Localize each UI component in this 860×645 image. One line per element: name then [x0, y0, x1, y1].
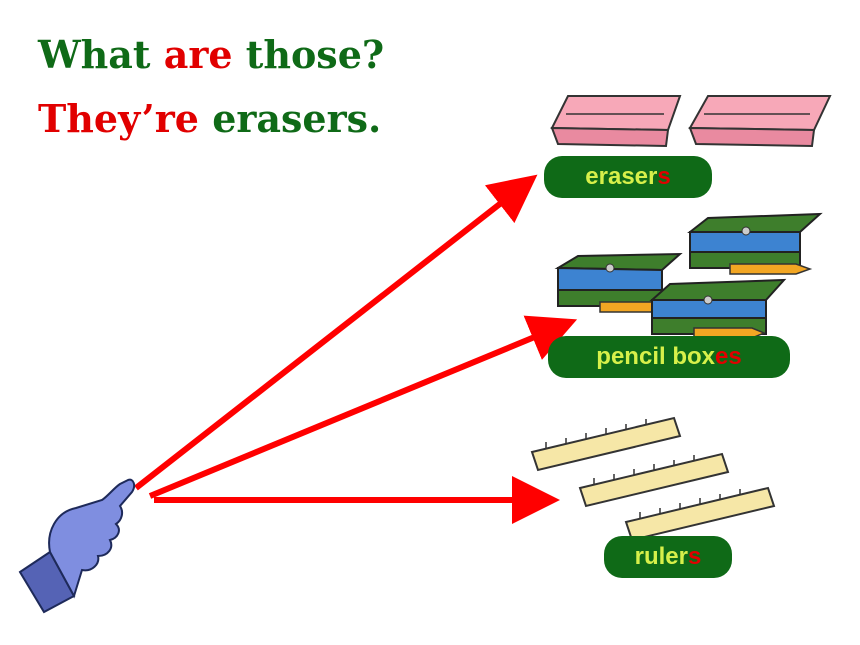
answer-line: They’re erasers. — [38, 96, 381, 141]
answer-period: . — [368, 96, 382, 141]
arrow-to-pencil-boxes — [148, 315, 578, 499]
ruler-icon — [624, 486, 776, 542]
eraser-icon — [550, 95, 682, 148]
pointing-hand-icon — [18, 478, 136, 614]
eraser-icon — [688, 95, 832, 148]
arrow-to-erasers — [134, 174, 538, 491]
ruler-icon — [578, 452, 730, 508]
question-line: What are those? — [38, 32, 384, 77]
label-pencil-boxes-suffix: es — [714, 343, 742, 370]
answer-word-erasers: erasers — [198, 96, 369, 141]
label-rulers-stem: ruler — [634, 543, 688, 570]
label-rulers-suffix: s — [688, 543, 702, 570]
question-word-what: What — [38, 32, 164, 77]
label-erasers-stem: eraser — [585, 163, 658, 190]
question-word-are: are — [163, 32, 233, 77]
label-erasers-suffix: s — [657, 163, 671, 190]
label-pencil-boxes-stem: pencil box — [596, 343, 715, 370]
pencil-box-icon — [649, 278, 787, 339]
question-word-those: those? — [232, 32, 385, 77]
ruler-icon — [530, 416, 682, 472]
pencil-box-icon — [687, 212, 823, 275]
answer-word-theyre: They’re — [38, 96, 199, 141]
